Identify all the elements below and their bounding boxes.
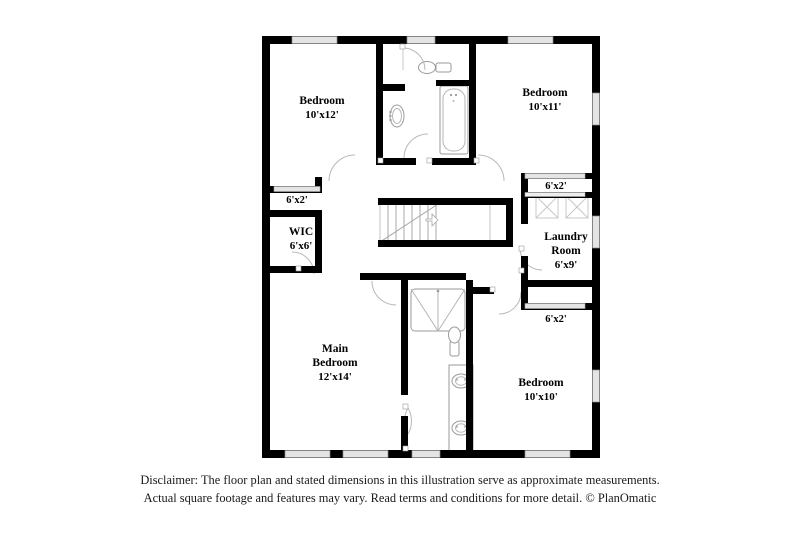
door-arc-main-bedroom [371,280,397,306]
interior-wall-v-wic-right [315,210,322,272]
staircase-icon [379,203,491,243]
interior-wall-h-main-bath-top [404,273,466,280]
door-jamb-1 [399,43,406,50]
room-label-bedroom-top-left-dim: 10'x12' [305,109,339,121]
door-jamb-3 [426,157,433,164]
fixtures-group [379,61,589,454]
window-right-3 [592,369,600,403]
windows-group [273,36,600,458]
disclaimer-line-2: Actual square footage and features may v… [143,490,657,505]
room-label-wic-name: WIC [289,226,313,238]
room-label-bedroom-bottom-right-dim: 10'x10' [524,391,558,403]
door-jamb-8 [489,286,496,293]
room-label-laundry-dim: 6'x9' [555,259,578,271]
door-jamb-5 [295,265,302,272]
main-toilet-icon [448,326,461,357]
room-label-bedroom-bottom-right-name: Bedroom [518,377,564,389]
door-jamb-9 [402,403,409,410]
window-bottom-2 [342,450,389,458]
interior-wall-h-bath-bottom-2 [432,158,476,165]
door-arc-bedroom-top-right [477,154,505,182]
closet-label-left: 6'x2' [286,195,308,206]
hall-sink-icon [389,104,405,128]
room-label-main-bedroom-name-2: Bedroom [312,357,358,369]
closet-door-right-lower [524,303,586,309]
closet-door-right-upper [524,173,586,179]
window-top-2 [406,36,436,44]
room-label-bedroom-top-right-dim: 10'x11' [528,101,561,113]
room-label-main-bedroom-name-1: Main [322,343,349,355]
interior-wall-v-laundry-left-down [521,256,528,286]
door-arc-bedroom-bottom-right [498,291,522,315]
door-arc-main-bath-2 [407,407,412,435]
room-label-main-bedroom-dim: 12'x14' [318,371,352,383]
hall-toilet-icon [418,61,452,74]
room-label-bedroom-top-right-name: Bedroom [522,87,568,99]
window-top-1 [291,36,338,44]
interior-wall-h-wic-bottom-right [300,266,322,273]
door-arc-bedroom-top-left [328,154,356,182]
interior-wall-h-stair-top [378,198,513,205]
interior-wall-h-br-bedroom-door [466,287,494,294]
interior-wall-v-1 [376,44,383,164]
closet-door-left [273,186,321,192]
closet-door-right-upper-2 [524,192,586,197]
room-label-bedroom-top-left-name: Bedroom [299,95,345,107]
interior-wall-h-closet-left-bottom [270,210,322,217]
door-arc-hall-bath-top [402,47,426,71]
interior-wall-h-sink-alcove [383,84,405,91]
window-right-1 [592,92,600,126]
interior-wall-v-main-bedroom-right [401,280,408,395]
dryer-icon [565,195,589,219]
interior-wall-v-closet-left [315,177,322,193]
door-jambs-group [295,43,525,452]
window-right-2 [592,215,600,249]
exterior-wall-left [262,36,270,458]
disclaimer-line-1: Disclaimer: The floor plan and stated di… [140,473,660,487]
interior-wall-v-closet-ru-left [521,177,528,198]
window-bottom-3 [411,450,441,458]
door-jamb-6 [518,245,525,252]
interior-wall-h-laundry-bottom [521,280,592,287]
interior-wall-v-main-bedroom-right-2 [401,416,408,454]
room-label-wic-dim: 6'x6' [290,240,313,252]
window-bottom-1 [284,450,331,458]
interior-wall-h-stair-bottom [378,240,513,247]
interior-wall-v-laundry-left-up [521,192,528,224]
door-jamb-2 [377,157,384,164]
disclaimer-block: Disclaimer: The floor plan and stated di… [0,472,800,508]
interior-wall-h-tub-top [436,80,476,86]
interior-wall-v-main-bath-right [466,280,473,454]
interior-wall-v-stair-right [506,198,513,247]
door-arc-hall-bath-lower [403,133,429,159]
interior-wall-h-bath-bottom [376,158,416,165]
main-shower-icon [410,288,466,332]
interior-wall-h-wic-bottom-left [270,266,300,273]
door-jamb-10 [402,445,409,452]
room-labels-group: Bedroom 10'x12' Bedroom 10'x11' Main Bed… [286,87,588,403]
closet-label-right-upper: 6'x2' [545,181,567,192]
washer-icon [535,195,559,219]
interior-wall-v-2 [469,44,476,164]
room-label-laundry-name-1: Laundry [544,231,588,243]
closet-label-right-lower: 6'x2' [545,314,567,325]
door-jamb-7 [518,267,525,274]
room-label-laundry-name-2: Room [551,245,581,257]
window-bottom-4 [524,450,571,458]
interior-wall-v-closet-rl-left [521,287,528,309]
interior-wall-h-main-bath-top-left [360,273,408,280]
bathtub-icon [439,85,469,155]
window-top-3 [507,36,554,44]
door-jamb-4 [473,157,480,164]
